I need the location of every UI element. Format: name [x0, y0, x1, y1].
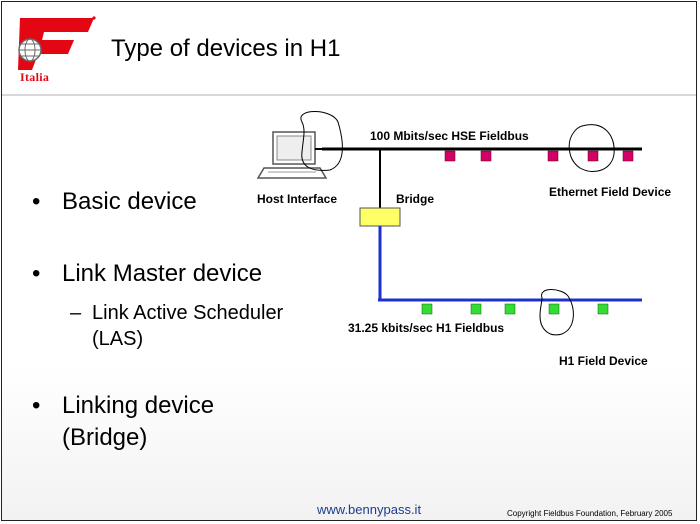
ethernet-field-device-label: Ethernet Field Device [549, 185, 671, 199]
bullet-linking-line1: Linking device [62, 392, 215, 419]
bullet-link-master-text: Link Master device [62, 260, 263, 287]
bullet-linking-device: •Linking device (Bridge) [32, 390, 292, 454]
host-computer-icon [256, 131, 328, 179]
logo-text: Italia [20, 70, 50, 84]
bullet-basic-text: Basic device [62, 188, 197, 215]
sub-bullet-las: –Link Active Scheduler (LAS) [70, 300, 330, 352]
slide-title: Type of devices in H1 [111, 35, 341, 62]
bullet-basic-device: •Basic device [32, 188, 197, 215]
h1-device-5 [597, 303, 609, 315]
h1-device-4 [548, 303, 560, 315]
hse-device-3 [547, 150, 559, 162]
host-interface-label: Host Interface [257, 192, 337, 206]
bullet-link-master: •Link Master device [32, 260, 263, 287]
h1-device-1 [421, 303, 433, 315]
footer-copyright: Copyright Fieldbus Foundation, February … [507, 509, 673, 518]
sub-bullet-las-line1: Link Active Scheduler [92, 302, 284, 324]
hse-device-4 [587, 150, 599, 162]
host-annotation-circle [300, 111, 343, 171]
hse-bus-label: 100 Mbits/sec HSE Fieldbus [370, 129, 529, 143]
ethernet-annotation-circle [568, 124, 615, 172]
footer-url-link[interactable]: www.bennypass.it [317, 502, 422, 517]
hse-device-1 [444, 150, 456, 162]
hse-device-5 [622, 150, 634, 162]
h1-bus-label: 31.25 kbits/sec H1 Fieldbus [348, 321, 504, 335]
h1-device-3 [504, 303, 516, 315]
bullet-linking-line2: (Bridge) [62, 424, 148, 451]
bridge-box [359, 207, 401, 227]
fieldbus-italia-logo [18, 16, 96, 70]
h1-annotation-circle [539, 289, 574, 336]
h1-device-2 [470, 303, 482, 315]
h1-field-device-label: H1 Field Device [559, 354, 648, 368]
title-divider [2, 94, 696, 96]
sub-bullet-las-line2: (LAS) [92, 328, 144, 350]
hse-device-2 [480, 150, 492, 162]
bridge-label: Bridge [396, 192, 434, 206]
